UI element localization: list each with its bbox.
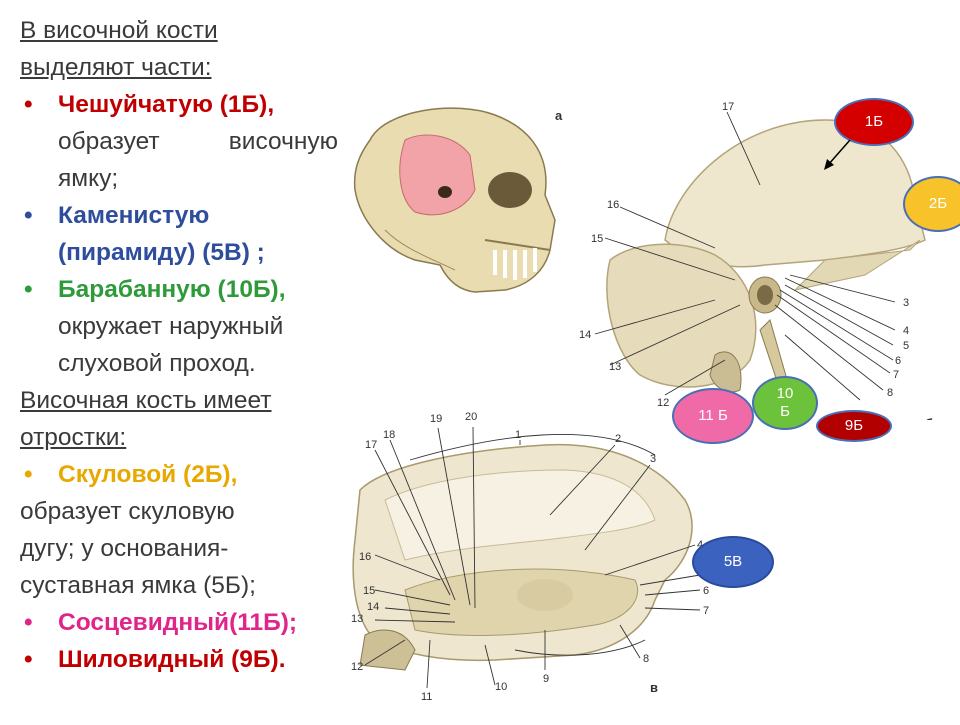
temporal-bone-inner-illustration: 17 18 19 20 1 2 3 16 15 14 13 12 11 10 9… <box>345 400 735 720</box>
badge-11b-label: 11 Б <box>698 407 728 424</box>
label-10: 10 <box>495 681 507 693</box>
label-13: 13 <box>609 361 621 373</box>
badge-5v-label: 5В <box>723 553 743 570</box>
bullet: • <box>24 202 33 229</box>
skull-drawing: а <box>353 107 563 293</box>
label-15: 15 <box>591 233 603 245</box>
processes-line-1: Височная кость имеет <box>20 387 272 414</box>
label-16: 16 <box>607 199 619 211</box>
label-18: 18 <box>383 429 395 441</box>
process-zygomatic: • Скуловой (2Б), <box>20 456 338 493</box>
label-13: 13 <box>351 613 363 625</box>
processes-line-2: отростки: <box>20 424 127 451</box>
label-15: 15 <box>363 585 375 597</box>
label-17: 17 <box>365 439 377 451</box>
label-5: 5 <box>903 340 909 352</box>
part-petrous-term-2: (пирамиду) (5В) ; <box>58 239 265 266</box>
badge-10b-label: 10 Б <box>776 385 794 420</box>
figure-v-letter: в <box>650 680 658 695</box>
bullet: • <box>24 646 33 673</box>
label-1: 1 <box>515 429 521 441</box>
label-14: 14 <box>367 601 379 613</box>
label-12: 12 <box>351 661 363 673</box>
label-12: 12 <box>657 397 669 409</box>
label-20: 20 <box>465 411 477 423</box>
zygomatic-desc-1: образует скуловую <box>20 498 235 525</box>
badge-9b-label: 9Б <box>844 417 864 434</box>
slide-text: В височной кости выделяют части: • Чешуй… <box>20 12 338 678</box>
label-19: 19 <box>430 413 442 425</box>
part-tympanic-desc-1: окружает наружный <box>58 313 284 340</box>
label-7: 7 <box>893 369 899 381</box>
temporal-bone-lateral-illustration: 17 16 15 14 13 12 1 3 4 5 6 7 8 2 б <box>565 90 960 431</box>
label-14: 14 <box>579 329 591 341</box>
label-6: 6 <box>895 355 901 367</box>
part-squamous-desc-2: ямку; <box>58 165 119 192</box>
skull-illustration: а <box>345 100 580 300</box>
bullet: • <box>24 91 33 118</box>
figure-a-letter: а <box>555 108 563 123</box>
arrow-1b <box>824 139 851 170</box>
label-16: 16 <box>359 551 371 563</box>
badge-petrous-5v: 5В <box>692 536 774 588</box>
label-2: 2 <box>615 433 621 445</box>
label-17: 17 <box>722 101 734 113</box>
label-11: 11 <box>421 691 432 703</box>
label-9: 9 <box>543 673 549 685</box>
badge-tympanic-10b: 10 Б <box>752 376 818 430</box>
part-tympanic: • Барабанную (10Б), окружает наружный сл… <box>20 271 338 382</box>
part-tympanic-term: Барабанную (10Б), <box>58 276 286 303</box>
temporal-bone-lateral-drawing: 17 16 15 14 13 12 1 3 4 5 6 7 8 2 б <box>579 101 933 431</box>
zygomatic-desc-2: дугу; у основания- <box>20 535 229 562</box>
label-6: 6 <box>703 585 709 597</box>
bullet: • <box>24 461 33 488</box>
process-styloid-term: Шиловидный (9Б). <box>58 646 286 673</box>
figure-b-letter: б <box>925 416 933 420</box>
temporal-bone-inner-drawing: 17 18 19 20 1 2 3 16 15 14 13 12 11 10 9… <box>351 411 709 703</box>
process-zygomatic-term: Скуловой (2Б), <box>58 461 238 488</box>
badge-1b-label: 1Б <box>864 113 884 130</box>
label-8: 8 <box>643 653 649 665</box>
part-squamous-term: Чешуйчатую (1Б), <box>58 91 275 118</box>
process-styloid: • Шиловидный (9Б). <box>20 641 338 678</box>
badge-zygomatic-2b: 2Б <box>903 176 960 232</box>
badge-squamous-1b: 1Б <box>834 98 914 146</box>
part-squamous-desc-1: образует височную <box>58 128 338 155</box>
bullet: • <box>24 609 33 636</box>
intro-line-1: В височной кости <box>20 17 218 44</box>
badge-styloid-9b: 9Б <box>816 410 892 442</box>
part-petrous-term: Каменистую <box>58 202 210 229</box>
label-3: 3 <box>650 453 656 465</box>
label-4: 4 <box>903 325 909 337</box>
process-mastoid: • Сосцевидный(11Б); <box>20 604 338 641</box>
badge-mastoid-11b: 11 Б <box>672 388 754 444</box>
intro-line-2: выделяют части: <box>20 54 212 81</box>
badge-2b-label: 2Б <box>928 195 948 212</box>
zygomatic-desc-3: суставная ямка (5Б); <box>20 572 256 599</box>
bullet: • <box>24 276 33 303</box>
label-8: 8 <box>887 387 893 399</box>
process-mastoid-term: Сосцевидный(11Б); <box>58 609 298 636</box>
part-tympanic-desc-2: слуховой проход. <box>58 350 256 377</box>
part-squamous: • Чешуйчатую (1Б), образует височную ямк… <box>20 86 338 197</box>
label-7: 7 <box>703 605 709 617</box>
part-petrous: • Каменистую (пирамиду) (5В) ; <box>20 197 338 271</box>
label-3: 3 <box>903 297 909 309</box>
